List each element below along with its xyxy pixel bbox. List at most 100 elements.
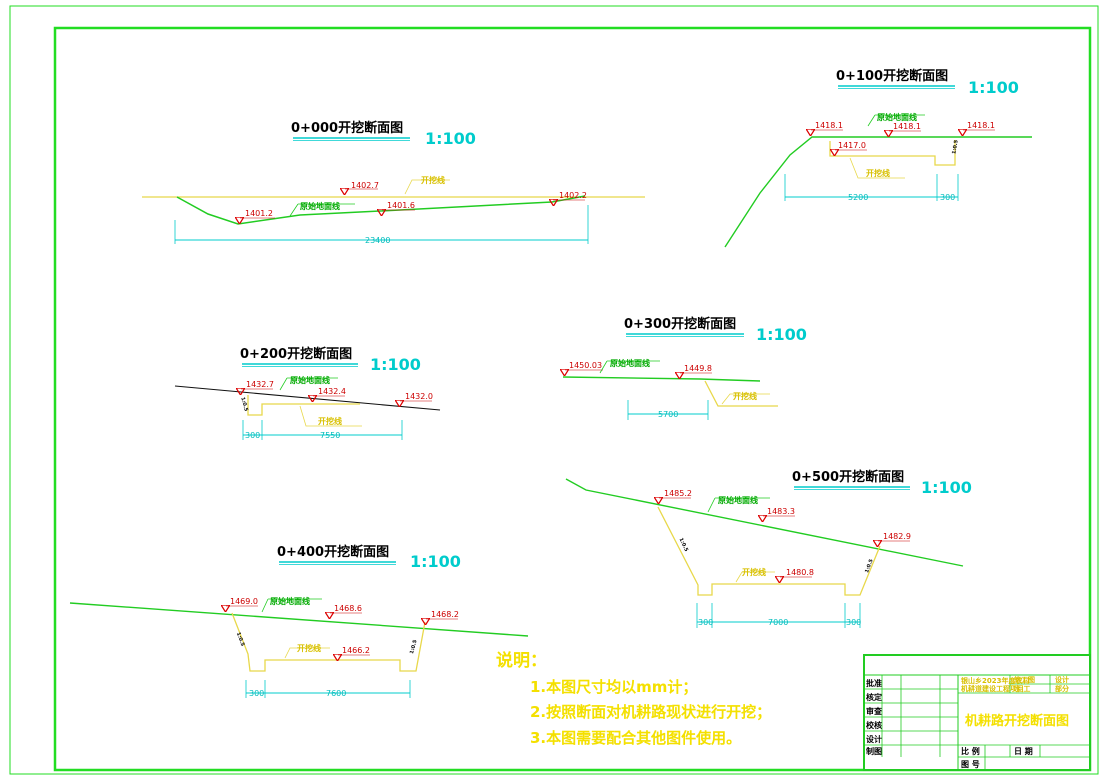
dimension-label: 300: [249, 689, 264, 698]
section-0500: 0+500开挖断面图 1:100 1485.2 1483.3 1482.9 14…: [565, 469, 972, 628]
elevation-label: 1402.2: [559, 191, 587, 200]
ground-label: 原始地面线: [270, 596, 310, 606]
elevation-label: 1401.2: [245, 209, 273, 218]
elevation-label: 1418.1: [967, 121, 995, 130]
outer-frame: [9, 5, 1099, 775]
section-0400: 0+400开挖断面图 1:100 1469.0 1468.6 1468.2 14…: [69, 544, 529, 698]
excavation-line: [657, 506, 881, 596]
notes-heading: 说明：: [496, 650, 547, 671]
role-label: 审查: [866, 706, 883, 716]
excavation-line: [704, 380, 778, 407]
section-title: 0+500开挖断面图: [792, 469, 904, 485]
slope-label: 1:0.5: [239, 397, 249, 413]
inner-frame: [53, 26, 1092, 772]
section-0000: 0+000开挖断面图 1:100 1401.2 1402.7 1401.6 14…: [142, 120, 645, 245]
elevation-label: 1432.7: [246, 380, 274, 389]
section-0200: 0+200开挖断面图 1:100 1432.7 1432.4 1432.0 原始…: [174, 346, 441, 440]
section-0100: 0+100开挖断面图 1:100 1418.1 1418.1 1418.1 14…: [724, 68, 1032, 248]
stage-label: 施工图: [1014, 675, 1035, 684]
note-item: 1.本图尺寸均以mm计；: [530, 678, 697, 696]
ground-line: [562, 376, 761, 382]
dimension-label: 5700: [658, 410, 678, 419]
elevation-label: 1402.7: [351, 181, 379, 190]
section-scale: 1:100: [410, 552, 461, 571]
section-title: 0+200开挖断面图: [240, 346, 352, 362]
excavation-label: 开挖线: [297, 643, 321, 653]
design-label: 设计: [1055, 675, 1069, 684]
excavation-label: 开挖线: [421, 175, 445, 185]
elevation-label: 1417.0: [838, 141, 866, 150]
department-label: 水 工: [1014, 684, 1030, 693]
excavation-label: 开挖线: [318, 416, 342, 426]
dimension-label: 23400: [365, 236, 390, 245]
role-label: 批准: [866, 678, 882, 688]
dimension-label: 300: [846, 618, 861, 627]
dimension-label: 300: [698, 618, 713, 627]
section-title: 0+000开挖断面图: [291, 120, 403, 136]
title-block: 批准 核定 审查 校核 设计 制图 银山乡2023年度农村 机耕道建设工程项目 …: [863, 654, 1091, 771]
slope-label: 1:0.5: [678, 537, 690, 553]
dimension-label: 300: [940, 193, 955, 202]
ground-label: 原始地面线: [290, 375, 330, 385]
ground-label: 原始地面线: [300, 201, 340, 211]
number-label: 图 号: [961, 760, 980, 769]
department-value: 部分: [1055, 684, 1069, 693]
ground-line: [174, 385, 441, 411]
note-item: 2.按照断面对机耕路现状进行开挖；: [530, 703, 771, 721]
drawing-title: 机耕路开挖断面图: [965, 713, 1069, 729]
ground-line: [69, 602, 529, 637]
elevation-label: 1482.9: [883, 532, 911, 541]
project-name-line1: 银山乡2023年度农村: [961, 676, 1029, 685]
elevation-label: 1469.0: [230, 597, 258, 606]
elevation-label: 1432.4: [318, 387, 346, 396]
section-scale: 1:100: [968, 78, 1019, 97]
slope-label: 1:0.5: [235, 632, 246, 648]
dimension-label: 5200: [848, 193, 868, 202]
ground-label: 原始地面线: [610, 358, 650, 368]
ground-line: [565, 478, 964, 567]
elevation-label: 1466.2: [342, 646, 370, 655]
excavation-label: 开挖线: [742, 567, 766, 577]
section-title: 0+300开挖断面图: [624, 316, 736, 332]
section-0300: 0+300开挖断面图 1:100 1450.03 1449.8 原始地面线 开挖…: [560, 316, 807, 420]
ground-label: 原始地面线: [718, 495, 758, 505]
dimension-label: 7000: [768, 618, 788, 627]
section-title: 0+100开挖断面图: [836, 68, 948, 84]
role-label: 校核: [866, 720, 882, 730]
excavation-line: [247, 395, 360, 416]
elevation-label: 1450.03: [569, 361, 602, 370]
elevation-label: 1480.8: [786, 568, 814, 577]
ground-label: 原始地面线: [877, 112, 917, 122]
ratio-label: 比 例: [961, 746, 980, 756]
ground-line: [724, 136, 1032, 248]
excavation-line: [829, 140, 956, 166]
note-item: 3.本图需要配合其他图件使用。: [530, 729, 741, 747]
excavation-line: [231, 612, 426, 672]
elevation-label: 1401.6: [387, 201, 415, 210]
excavation-label: 开挖线: [733, 391, 757, 401]
elevation-label: 1432.0: [405, 392, 433, 401]
dimension-label: 7550: [320, 431, 340, 440]
slope-label: 1:0.5: [951, 139, 959, 155]
section-title: 0+400开挖断面图: [277, 544, 389, 560]
section-scale: 1:100: [425, 129, 476, 148]
elevation-label: 1468.6: [334, 604, 362, 613]
elevation-label: 1449.8: [684, 364, 712, 373]
role-label: 核定: [866, 692, 882, 702]
slope-label: 1:0.5: [409, 639, 419, 655]
project-name-line2: 机耕道建设工程项目: [961, 684, 1024, 693]
date-label: 日 期: [1014, 746, 1033, 756]
section-scale: 1:100: [921, 478, 972, 497]
section-scale: 1:100: [756, 325, 807, 344]
elevation-label: 1483.3: [767, 507, 795, 516]
notes: 说明： 1.本图尺寸均以mm计； 2.按照断面对机耕路现状进行开挖； 3.本图需…: [496, 650, 771, 747]
role-label: 设计: [866, 734, 882, 744]
elevation-label: 1418.1: [893, 122, 921, 131]
dimension-label: 7600: [326, 689, 346, 698]
section-scale: 1:100: [370, 355, 421, 374]
excavation-label: 开挖线: [866, 168, 890, 178]
dimension-label: 300: [245, 431, 260, 440]
elevation-label: 1418.1: [815, 121, 843, 130]
slope-label: 1:0.5: [864, 558, 875, 574]
